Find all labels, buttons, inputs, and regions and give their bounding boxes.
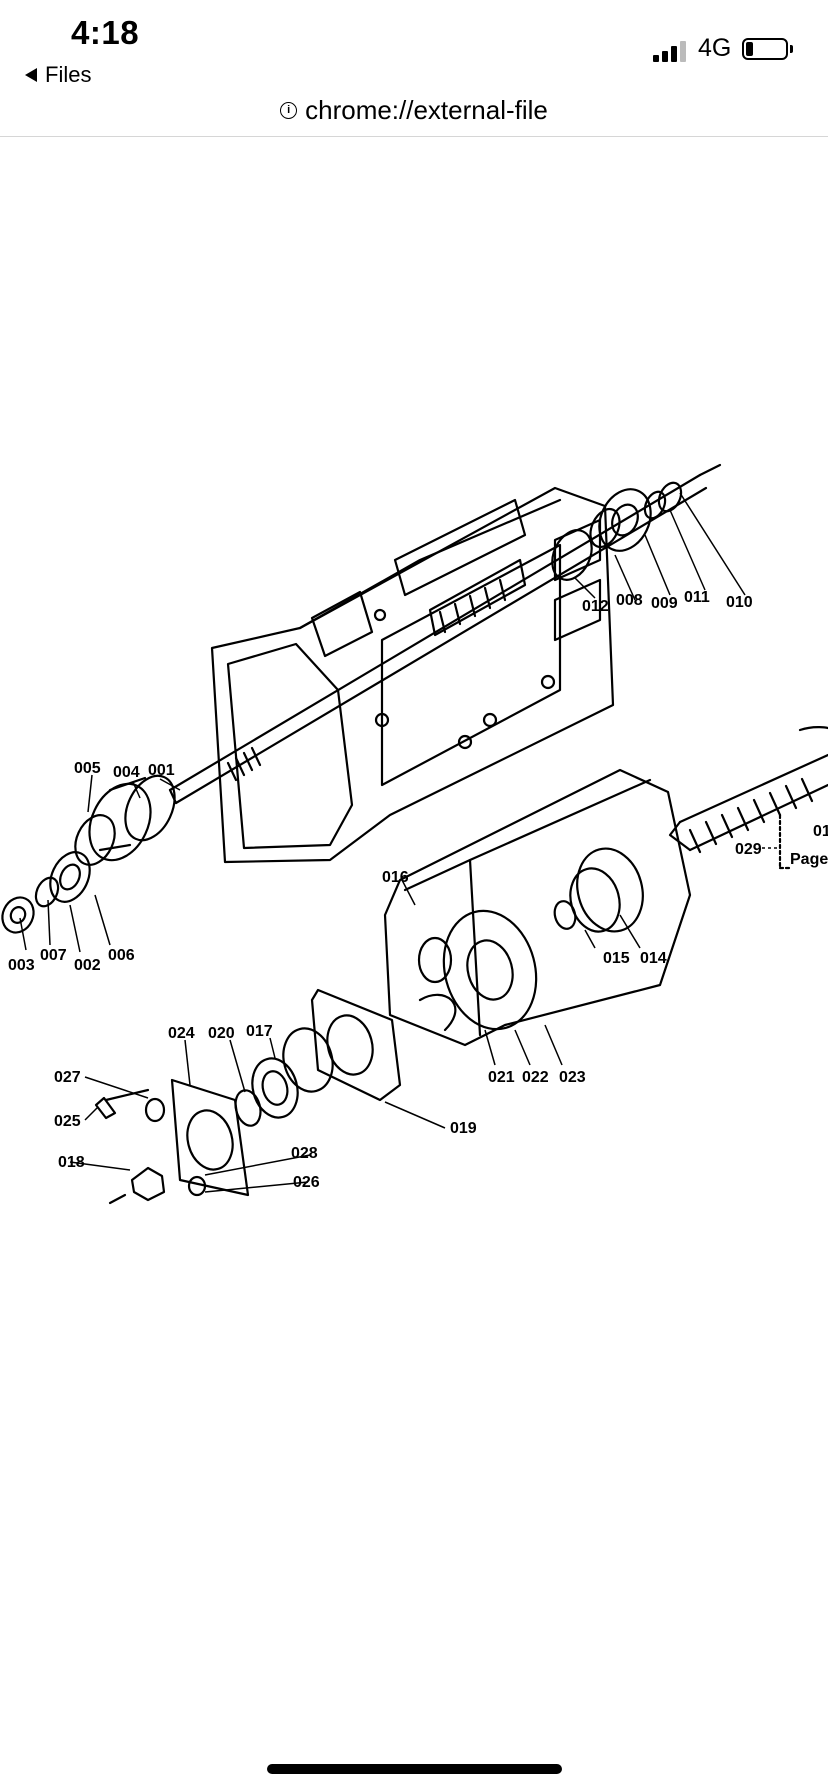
- back-arrow-icon: [25, 68, 37, 82]
- part-label-029: 029: [735, 841, 762, 858]
- part-label-003: 003: [8, 957, 35, 974]
- input-gear-stack: [74, 774, 176, 866]
- part-label-023: 023: [559, 1069, 586, 1086]
- part-label-002: 002: [74, 957, 101, 974]
- part-label-015: 015: [603, 950, 630, 967]
- header-divider: [0, 136, 828, 137]
- part-label-024: 024: [168, 1025, 195, 1042]
- part-label-008: 008: [616, 592, 643, 609]
- part-label-edge-ref: 01: [813, 823, 828, 840]
- front-bearing-pack: [1, 851, 91, 934]
- output-shaft: [668, 726, 828, 870]
- rear-shaft-bearings: [551, 481, 683, 581]
- info-icon: i: [280, 101, 298, 119]
- part-label-004: 004: [113, 764, 140, 781]
- part-label-020: 020: [208, 1025, 235, 1042]
- part-label-019: 019: [450, 1120, 477, 1137]
- leader-lines: [19, 492, 778, 1193]
- back-label: Files: [45, 62, 92, 87]
- part-label-018: 018: [58, 1154, 85, 1171]
- url-bar[interactable]: i chrome://external-file: [0, 88, 828, 132]
- part-label-012: 012: [582, 598, 609, 615]
- part-label-016: 016: [382, 869, 409, 886]
- part-label-028: 028: [291, 1145, 318, 1162]
- battery-level: [746, 42, 753, 56]
- part-label-014: 014: [640, 950, 667, 967]
- part-label-021: 021: [488, 1069, 515, 1086]
- part-label-001: 001: [148, 762, 175, 779]
- part-label-006: 006: [108, 947, 135, 964]
- rear-cover-assembly: [170, 988, 402, 1197]
- status-bar: 4:18 4G: [0, 0, 828, 70]
- part-label-005: 005: [74, 760, 101, 777]
- upper-housing: [210, 486, 615, 864]
- fasteners: [94, 1088, 207, 1205]
- document-viewer[interactable]: 001 004 005 003 007 002 006 012 008 009 …: [0, 137, 828, 1757]
- battery-icon: [742, 38, 788, 60]
- part-label-010: 010: [726, 594, 753, 611]
- url-text: chrome://external-file: [305, 94, 548, 125]
- diagram-drawing: [1, 463, 828, 1205]
- back-to-files-link[interactable]: Files: [25, 62, 91, 88]
- signal-icon: [653, 40, 689, 62]
- network-type: 4G: [698, 34, 732, 62]
- part-labels: 001 004 005 003 007 002 006 012 008 009 …: [8, 589, 828, 1191]
- exploded-parts-diagram: 001 004 005 003 007 002 006 012 008 009 …: [1, 463, 828, 1205]
- status-time: 4:18: [71, 14, 140, 51]
- page-ref-label: Page: [790, 851, 828, 868]
- part-label-009: 009: [651, 595, 678, 612]
- part-label-017: 017: [246, 1023, 273, 1040]
- lower-housing: [383, 768, 692, 1047]
- battery-tip: [790, 45, 793, 53]
- part-label-022: 022: [522, 1069, 549, 1086]
- part-label-026: 026: [293, 1174, 320, 1191]
- part-label-007: 007: [40, 947, 67, 964]
- home-indicator[interactable]: [267, 1764, 562, 1774]
- part-label-025: 025: [54, 1113, 81, 1130]
- part-label-011: 011: [684, 589, 710, 606]
- part-label-027: 027: [54, 1069, 81, 1086]
